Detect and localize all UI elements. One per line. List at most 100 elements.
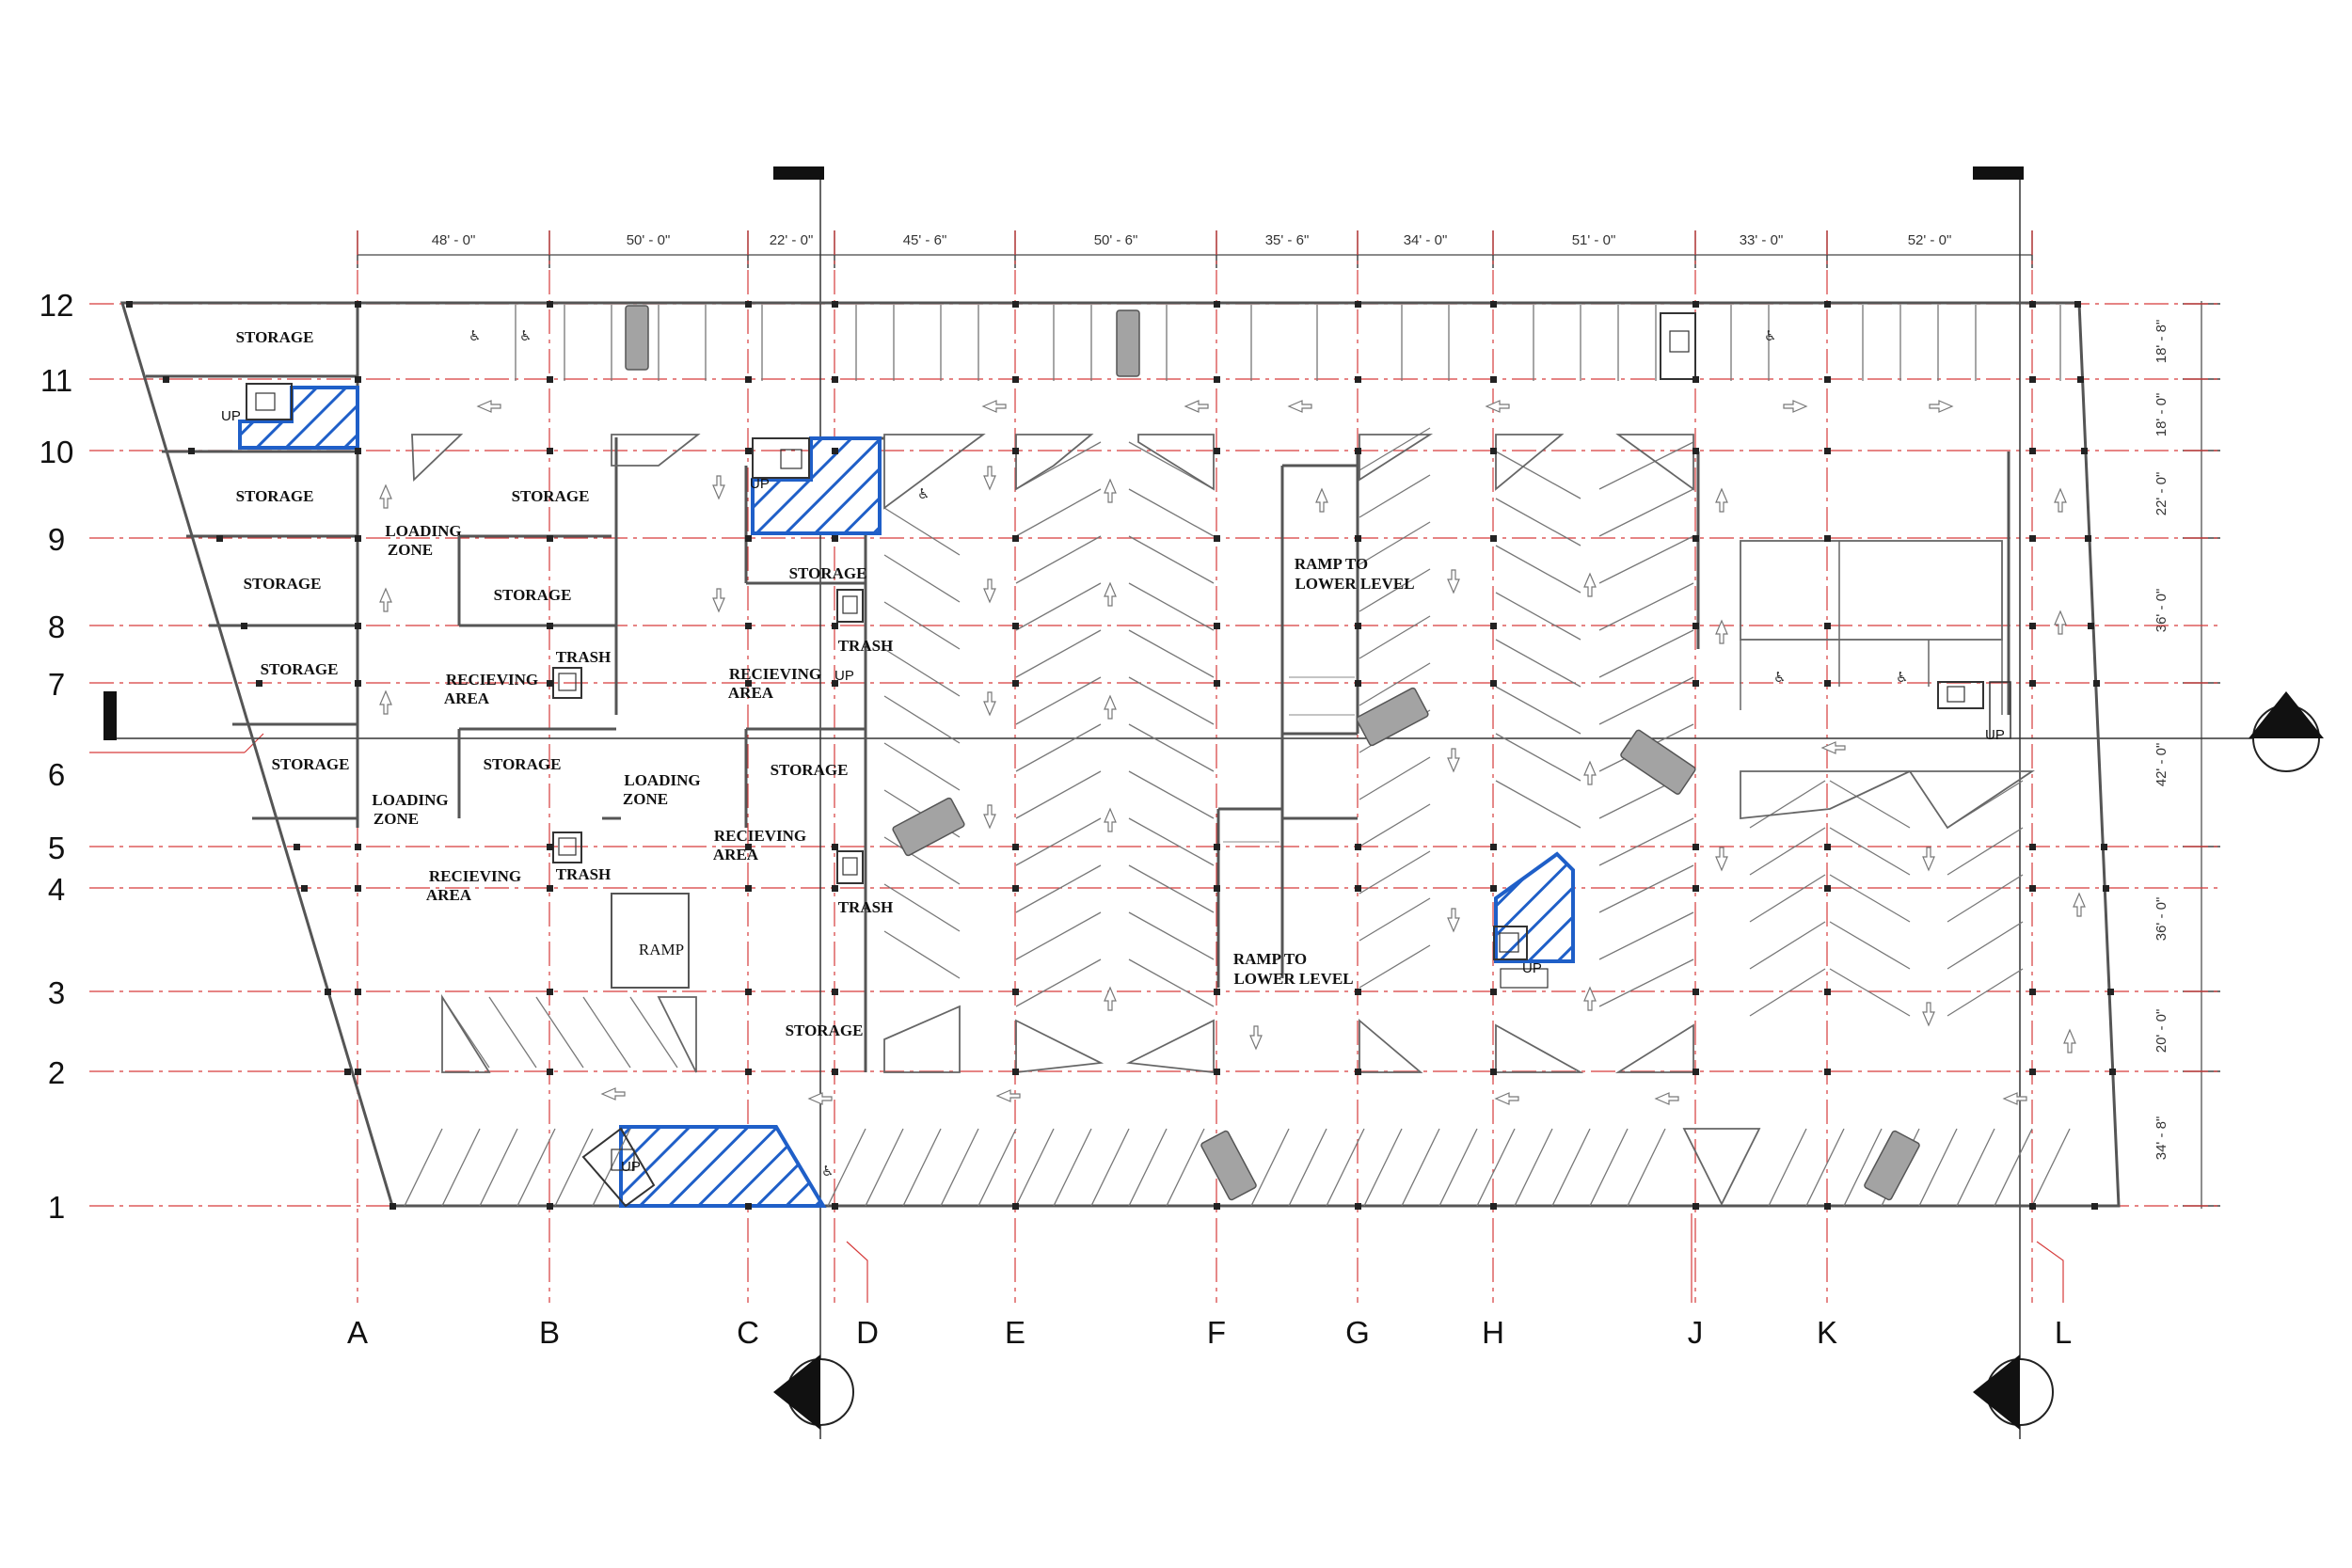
direction-arrow-icon [379, 587, 392, 612]
direction-arrow-icon [983, 466, 996, 491]
dim-e-f: 50' - 6" [1094, 232, 1138, 248]
direction-arrow-icon [1447, 908, 1460, 933]
ramp-to-lower-level [1223, 676, 1355, 843]
direction-arrow-icon [1485, 400, 1510, 413]
direction-arrow-icon [1715, 847, 1728, 872]
grid-leaders [846, 1241, 2064, 1303]
elevator-icon [552, 832, 582, 863]
accessible-icon: ♿ [917, 485, 930, 502]
parking-stalls [404, 305, 2071, 1207]
direction-arrow-icon [1783, 400, 1808, 413]
dim-g-h: 34' - 0" [1404, 232, 1448, 248]
grid-column-label: A [347, 1315, 368, 1350]
accessible-icon: ♿ [469, 327, 481, 344]
grid-column-label: F [1207, 1315, 1226, 1350]
row-labels: 12 11 10 9 8 7 6 5 4 3 2 1 [40, 288, 74, 1225]
room-label-storage: STORAGE [771, 761, 849, 779]
accessible-icons: ♿ ♿ ♿ ♿ ♿ ♿ ♿ [469, 327, 1908, 1180]
section-marker-icon[interactable] [773, 166, 824, 180]
grid-row-label: 12 [40, 288, 74, 323]
grid-column-label: D [856, 1315, 879, 1350]
direction-arrow-icon [1820, 741, 1846, 754]
room-label-storage: STORAGE [236, 487, 314, 505]
room-label-receiving-area: RECIEVING [429, 867, 521, 885]
gridlines [89, 230, 2220, 1303]
room-label-storage: STORAGE [236, 328, 314, 346]
car-icon [1116, 309, 1140, 377]
elevation-marker-icon[interactable] [2249, 691, 2324, 772]
room-label-receiving-area: AREA [713, 846, 759, 863]
direction-arrow-icon [476, 400, 501, 413]
dim-c-d: 22' - 0" [770, 232, 814, 248]
direction-arrow-icon [1583, 572, 1597, 597]
floor-outline [119, 301, 2121, 1208]
direction-arrows [379, 400, 2086, 1105]
direction-arrow-icon [2054, 487, 2067, 513]
room-label-storage: STORAGE [261, 660, 339, 678]
stair-up-label: UP [750, 476, 770, 492]
grid-row-label: 10 [40, 435, 74, 469]
direction-arrow-icon [1929, 400, 1954, 413]
stair-up-label: UP [1985, 727, 2005, 743]
grid-column-label: L [2055, 1315, 2072, 1350]
room-label-ramp-to-lower-level: LOWER LEVEL [1295, 575, 1414, 593]
storage-block-right [1740, 540, 2003, 715]
grid-column-label: G [1345, 1315, 1370, 1350]
hatched-zone [619, 1125, 827, 1208]
room-label-loading-zone: LOADING [385, 522, 461, 540]
direction-arrow-icon [2002, 1092, 2027, 1105]
direction-arrow-icon [1104, 694, 1117, 720]
room-label-trash: TRASH [556, 865, 612, 883]
hatched-zones [238, 386, 1575, 1208]
grid-row-label: 9 [48, 522, 65, 557]
grid-row-label: 6 [48, 757, 65, 792]
direction-arrow-icon [2073, 892, 2086, 917]
room-label-receiving-area: AREA [426, 886, 472, 904]
grid-column-label: H [1482, 1315, 1504, 1350]
dim-5-3: 36' - 0" [2153, 897, 2169, 942]
dim-9-7: 36' - 0" [2153, 589, 2169, 633]
dim-10-9: 22' - 0" [2153, 472, 2169, 516]
dim-2-1: 34' - 8" [2153, 1117, 2169, 1161]
direction-arrow-icon [807, 1092, 833, 1105]
car-icon [1356, 687, 1429, 747]
direction-arrow-icon [2054, 610, 2067, 635]
dim-7-5: 42' - 0" [2153, 743, 2169, 787]
section-marker-icon[interactable] [103, 691, 117, 740]
direction-arrow-icon [1583, 760, 1597, 785]
room-label-ramp-to-lower-level: RAMP TO [1233, 950, 1307, 968]
grid-column-label: B [539, 1315, 560, 1350]
direction-arrow-icon [983, 804, 996, 830]
grid-row-label: 2 [48, 1055, 65, 1090]
cars [625, 305, 1920, 1201]
room-labels: STORAGE STORAGE STORAGE STORAGE STORAGE … [221, 328, 2005, 1175]
car-icon [892, 797, 965, 857]
accessible-icon: ♿ [519, 327, 532, 344]
elevation-marker-icon[interactable] [1973, 1354, 2054, 1430]
accessible-icon: ♿ [1896, 669, 1908, 686]
elevation-marker-icon[interactable] [773, 1354, 854, 1430]
room-label-loading-zone: ZONE [388, 541, 433, 559]
room-label-storage: STORAGE [272, 755, 350, 773]
car-icon [1620, 729, 1696, 795]
section-marker-icon[interactable] [1973, 166, 2024, 180]
room-label-storage: STORAGE [244, 575, 322, 593]
car-icon [1200, 1130, 1257, 1201]
stair-icon [246, 383, 293, 420]
direction-arrow-icon [983, 691, 996, 717]
direction-arrow-icon [981, 400, 1007, 413]
room-label-loading-zone: ZONE [373, 810, 419, 828]
interior-walls [146, 305, 2010, 1072]
hatched-zone [1494, 851, 1575, 963]
grid-row-label: 7 [48, 667, 65, 702]
stair-icon [1937, 681, 2011, 739]
dim-b-c: 50' - 0" [627, 232, 671, 248]
section-cut-lines [103, 166, 2277, 1439]
direction-arrow-icon [1447, 748, 1460, 773]
dim-3-2: 20' - 0" [2153, 1009, 2169, 1053]
direction-arrow-icon [1922, 1002, 1935, 1027]
elevator-icon [836, 589, 864, 623]
grid-row-label: 11 [40, 363, 72, 398]
direction-arrow-icon [600, 1087, 626, 1101]
